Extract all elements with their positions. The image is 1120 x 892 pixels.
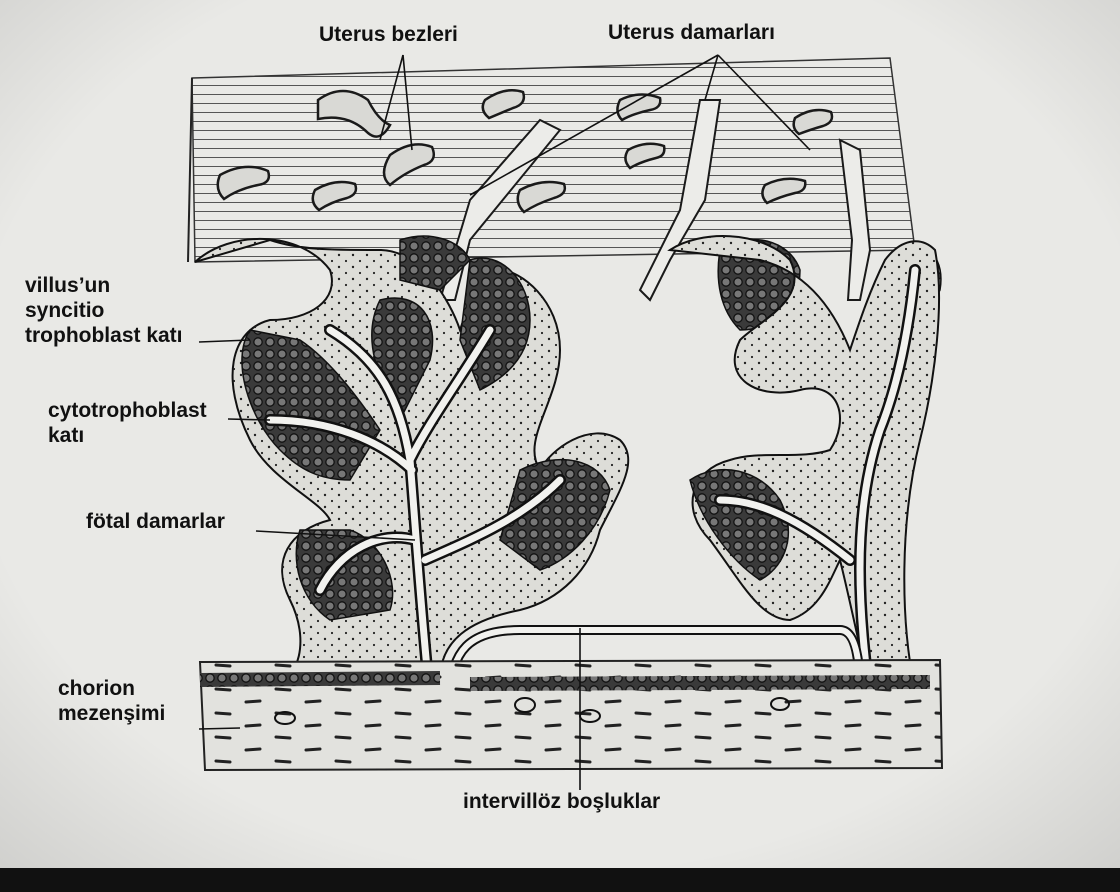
label-chorion-line2: mezenşimi (58, 701, 165, 726)
label-uterus-vessels: Uterus damarları (608, 20, 775, 45)
label-syncytio-line1: villus’un (25, 273, 183, 298)
label-syncytiotrophoblast: villus’un syncitio trophoblast katı (25, 273, 183, 348)
label-fetal-vessels: fötal damarlar (86, 509, 225, 534)
label-chorion-mesenchyme: chorion mezenşimi (58, 676, 165, 726)
label-cyto-line2: katı (48, 423, 207, 448)
label-cyto-line1: cytotrophoblast (48, 398, 207, 423)
label-intervillous-spaces: intervillöz boşluklar (463, 789, 660, 814)
label-syncytio-line2: syncitio (25, 298, 183, 323)
label-syncytio-line3: trophoblast katı (25, 323, 183, 348)
label-cytotrophoblast: cytotrophoblast katı (48, 398, 207, 448)
label-uterus-glands: Uterus bezleri (319, 22, 458, 47)
bottom-cutoff-band (0, 868, 1120, 892)
label-chorion-line1: chorion (58, 676, 165, 701)
